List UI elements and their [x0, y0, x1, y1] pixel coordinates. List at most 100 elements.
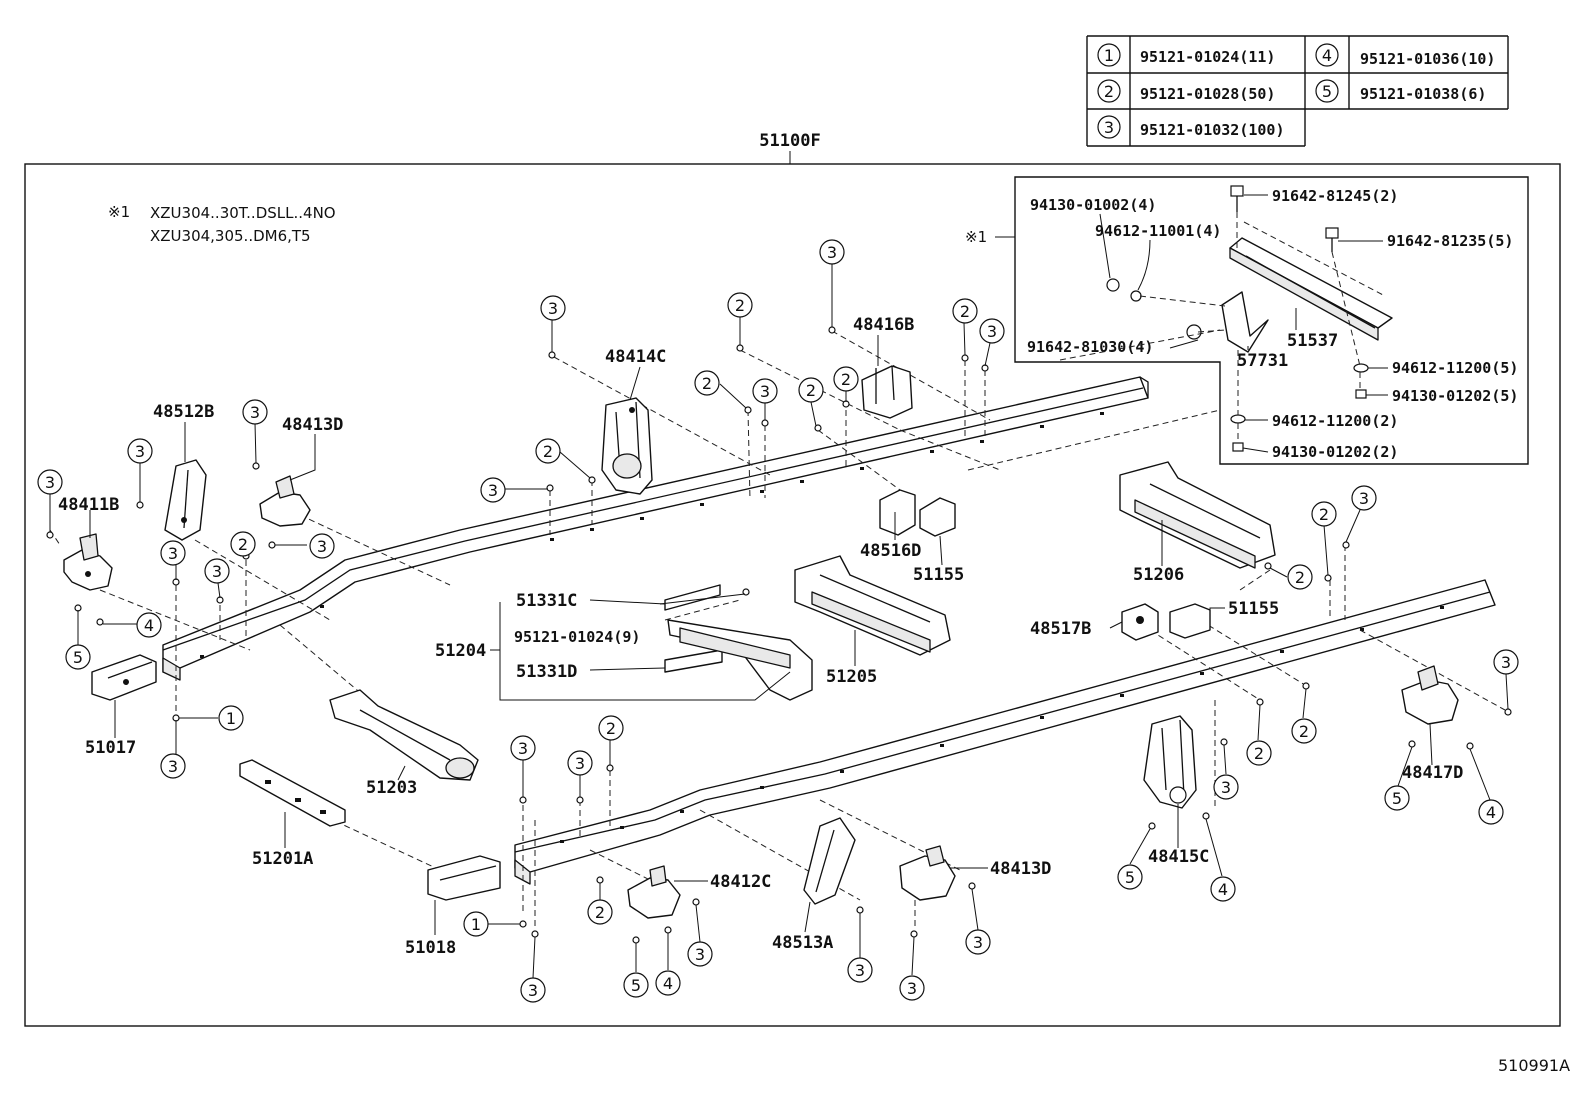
- bracket-48416b: [861, 365, 913, 419]
- svg-text:3: 3: [250, 403, 260, 422]
- legend-part-5: 95121-01038(6): [1360, 85, 1486, 103]
- label-48412c: 48412C: [710, 872, 771, 892]
- fastener-callout-3: 3: [1351, 485, 1377, 511]
- fastener-callout-3: 3: [510, 735, 536, 761]
- bracket-48413d-upper: [259, 475, 311, 527]
- fastener-callout-2: 2: [952, 298, 978, 324]
- legend-num-2: 2: [1104, 82, 1114, 101]
- svg-text:2: 2: [806, 381, 816, 400]
- svg-text:2: 2: [1319, 505, 1329, 524]
- reference-code: 510991A: [1498, 1056, 1571, 1075]
- svg-text:3: 3: [317, 537, 327, 556]
- inset-label-94612-11200-2: 94612-11200(2): [1272, 412, 1398, 430]
- legend-num-3: 3: [1104, 118, 1114, 137]
- svg-text:2: 2: [238, 535, 248, 554]
- crossmember-51205: [794, 555, 951, 656]
- fastener-callout-3: 3: [242, 399, 268, 425]
- label-51017: 51017: [85, 738, 136, 758]
- fastener-callout-2: 2: [833, 366, 859, 392]
- label-51018: 51018: [405, 938, 456, 958]
- fastener-callout-2: 2: [694, 370, 720, 396]
- fastener-callout-3: 3: [160, 540, 186, 566]
- svg-text:3: 3: [548, 299, 558, 318]
- fastener-callout-4: 4: [1210, 876, 1236, 902]
- label-51331c: 51331C: [516, 591, 577, 611]
- svg-text:3: 3: [695, 945, 705, 964]
- svg-text:4: 4: [663, 974, 673, 993]
- svg-text:2: 2: [1254, 744, 1264, 763]
- fastener-callout-3: 3: [204, 558, 230, 584]
- svg-text:3: 3: [760, 382, 770, 401]
- fastener-callout-2: 2: [1287, 564, 1313, 590]
- inset-label-94130-01202-5: 94130-01202(5): [1392, 387, 1518, 405]
- bracket-48412c: [627, 865, 681, 919]
- fastener-callout-3: 3: [160, 753, 186, 779]
- svg-text:2: 2: [1295, 568, 1305, 587]
- svg-text:5: 5: [1125, 868, 1135, 887]
- label-51203: 51203: [366, 778, 417, 798]
- part-labels: 48512B 48413D 48411B 48414C 48416B 48516…: [58, 315, 1463, 958]
- legend-num-5: 5: [1322, 82, 1332, 101]
- fastener-callout-2: 2: [1311, 501, 1337, 527]
- svg-text:3: 3: [212, 562, 222, 581]
- svg-text:3: 3: [973, 933, 983, 952]
- bracket-51155-lower: [1169, 603, 1211, 639]
- note-line-1: XZU304..30T..DSLL..4NO: [150, 204, 336, 222]
- label-48512b: 48512B: [153, 402, 214, 422]
- svg-text:3: 3: [575, 754, 585, 773]
- svg-text:3: 3: [855, 961, 865, 980]
- svg-text:2: 2: [960, 302, 970, 321]
- fastener-callout-1: 1: [463, 911, 489, 937]
- svg-text:2: 2: [841, 370, 851, 389]
- fastener-callout-4: 4: [655, 970, 681, 996]
- fastener-callout-4: 4: [136, 612, 162, 638]
- fastener-callout-2: 2: [535, 438, 561, 464]
- inset-label-91642-81030: 91642-81030(4): [1027, 338, 1153, 356]
- fastener-callout-2: 2: [598, 715, 624, 741]
- fastener-callout-2: 2: [587, 899, 613, 925]
- fastener-callout-3: 3: [965, 929, 991, 955]
- crossmember-51201a: [239, 759, 346, 827]
- svg-text:2: 2: [606, 719, 616, 738]
- label-48411b: 48411B: [58, 495, 119, 515]
- fastener-callout-3: 3: [1213, 774, 1239, 800]
- fastener-callout-3: 3: [1493, 649, 1519, 675]
- label-48414c: 48414C: [605, 347, 666, 367]
- fastener-callout-3: 3: [127, 438, 153, 464]
- label-48416b: 48416B: [853, 315, 914, 335]
- label-51155-upper: 51155: [913, 565, 964, 585]
- fastener-callout-3: 3: [687, 941, 713, 967]
- label-51204: 51204: [435, 641, 486, 661]
- inset-detail: ※1 94130-01002(4: [965, 176, 1529, 465]
- svg-text:1: 1: [226, 709, 236, 728]
- fastener-callout-2: 2: [798, 377, 824, 403]
- svg-text:2: 2: [1299, 722, 1309, 741]
- svg-text:1: 1: [471, 915, 481, 934]
- label-48413d-upper: 48413D: [282, 415, 343, 435]
- fastener-callout-3: 3: [567, 750, 593, 776]
- svg-text:5: 5: [73, 648, 83, 667]
- note-line-2: XZU304,305..DM6,T5: [150, 227, 311, 245]
- fastener-callout-3: 3: [520, 977, 546, 1003]
- bracket-48512b: [164, 459, 207, 541]
- inset-label-94130-01002: 94130-01002(4): [1030, 196, 1156, 214]
- note-mark: ※1: [108, 203, 130, 221]
- fastener-callout-1: 1: [218, 705, 244, 731]
- bracket-48414c: [601, 397, 653, 495]
- label-51205: 51205: [826, 667, 877, 687]
- bracket-48411b: [63, 533, 113, 591]
- legend-part-4: 95121-01036(10): [1360, 50, 1495, 68]
- label-51155-lower: 51155: [1228, 599, 1279, 619]
- fastener-callout-3: 3: [847, 957, 873, 983]
- svg-text:4: 4: [1486, 803, 1496, 822]
- label-95121-01024-9: 95121-01024(9): [514, 628, 640, 646]
- diagram-frame: [24, 163, 1561, 1027]
- bracket-48517b: [1121, 603, 1159, 641]
- legend-num-4: 4: [1322, 46, 1332, 65]
- bracket-51018: [427, 855, 501, 901]
- bracket-48417d: [1401, 665, 1459, 725]
- fastener-callout-2: 2: [727, 292, 753, 318]
- svg-text:3: 3: [488, 481, 498, 500]
- bracket-48415c: [1143, 715, 1197, 809]
- svg-text:5: 5: [631, 976, 641, 995]
